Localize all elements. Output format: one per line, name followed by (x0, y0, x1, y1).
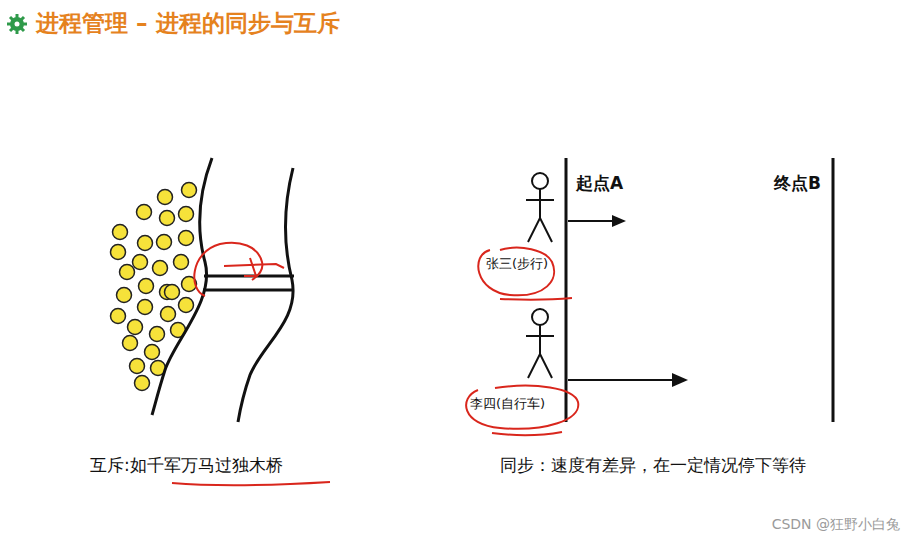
crowd-dot (157, 235, 172, 250)
red-mark (492, 432, 562, 435)
crowd-dot (150, 327, 165, 342)
crowd-dot (111, 245, 126, 260)
red-mark (194, 243, 262, 296)
stick-figure (526, 309, 554, 378)
slide-title: 进程管理 – 进程的同步与互斥 (36, 8, 340, 39)
person-label: 李四(自行车) (470, 396, 545, 412)
red-underline (172, 482, 330, 485)
point-label: 终点B (774, 173, 821, 193)
crowd-dot (128, 320, 143, 335)
red-mark (478, 248, 554, 296)
crowd-dot (161, 307, 176, 322)
crowd-dot (179, 207, 194, 222)
bridge (203, 289, 293, 292)
crowd-dot (135, 376, 150, 391)
red-mark (466, 386, 578, 429)
finish-line (832, 158, 835, 422)
arrow-head (612, 215, 626, 227)
person-label: 张三(步行) (486, 256, 548, 272)
red-mark (500, 298, 572, 300)
crowd-dot (145, 345, 160, 360)
crowd-dot (113, 225, 128, 240)
point-label: 起点A (576, 173, 623, 193)
caption: 同步：速度有差异，在一定情况停下等待 (500, 455, 806, 475)
crowd-dot (182, 183, 197, 198)
caption: 互斥:如千军万马过独木桥 (90, 455, 283, 475)
crowd-dot (138, 236, 153, 251)
crowd-dot (111, 309, 126, 324)
start-line (565, 158, 568, 422)
crowd-dot (174, 255, 189, 270)
river-bank (152, 158, 212, 415)
stick-figure (526, 173, 554, 242)
crowd-dot (130, 359, 145, 374)
red-mark (244, 258, 256, 276)
river-bank (238, 168, 293, 422)
arrow-head (672, 373, 688, 387)
crowd-dot (117, 288, 132, 303)
speed-arrow (568, 379, 674, 381)
crowd-dot (153, 261, 168, 276)
crowd-dots (111, 183, 197, 391)
gear-icon (7, 14, 27, 34)
crowd-dot (120, 265, 135, 280)
crowd-dot (137, 205, 152, 220)
crowd-dot (123, 336, 138, 351)
crowd-dot (179, 298, 194, 313)
crowd-dot (158, 190, 173, 205)
crowd-dot (179, 231, 194, 246)
watermark: CSDN @狂野小白兔 (772, 516, 900, 533)
crowd-dot (133, 255, 148, 270)
crowd-dot (165, 285, 180, 300)
crowd-dot (138, 300, 153, 315)
crowd-dot (139, 279, 154, 294)
speed-arrow (568, 220, 614, 222)
crowd-dot (160, 211, 175, 226)
